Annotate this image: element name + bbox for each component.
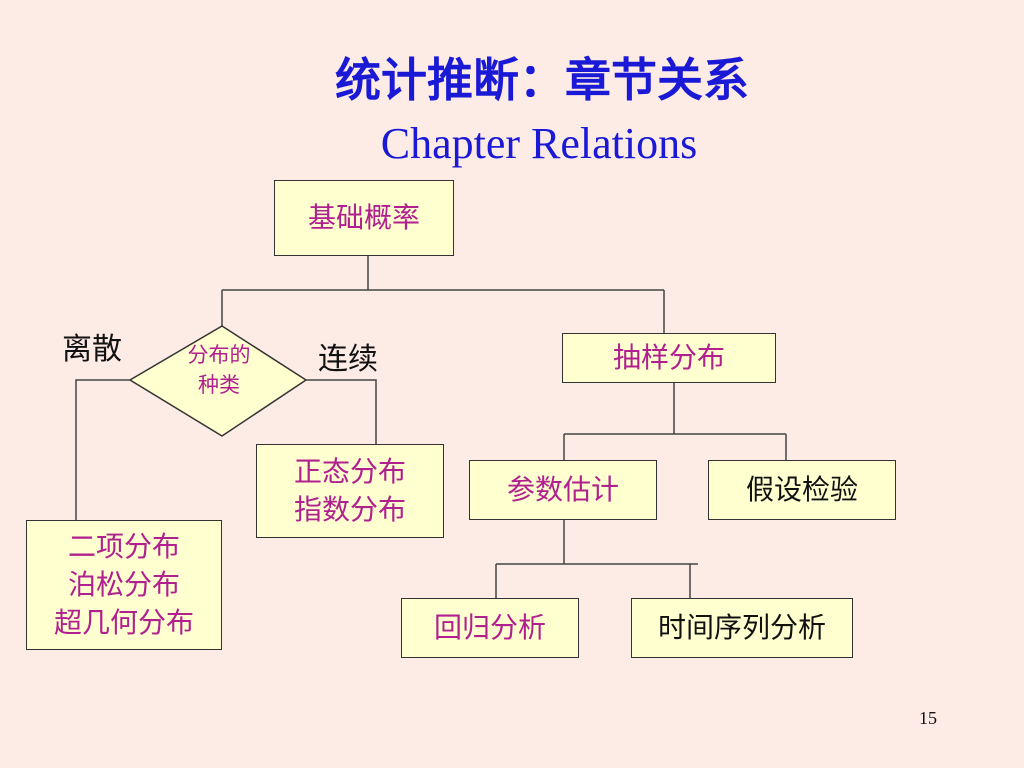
connector-discrete bbox=[75, 379, 130, 520]
node-time-series-analysis: 时间序列分析 bbox=[631, 598, 853, 658]
edge-label-discrete: 离散 bbox=[62, 332, 122, 367]
node-continuous-distributions: 正态分布 指数分布 bbox=[256, 444, 444, 538]
node-regression-analysis-label: 回归分析 bbox=[433, 611, 546, 644]
discrete-item: 二项分布 bbox=[67, 530, 180, 563]
node-basic-probability-label: 基础概率 bbox=[307, 201, 420, 234]
node-time-series-analysis-label: 时间序列分析 bbox=[657, 611, 826, 644]
distribution-type-diamond bbox=[128, 325, 308, 437]
slide-title-english: Chapter Relations bbox=[380, 119, 698, 168]
node-sampling-distribution-label: 抽样分布 bbox=[612, 341, 725, 374]
discrete-item: 超几何分布 bbox=[53, 606, 194, 639]
edge-label-continuous: 连续 bbox=[318, 342, 378, 377]
node-parameter-estimation-label: 参数估计 bbox=[506, 473, 619, 506]
diamond-line-2: 种类 bbox=[198, 373, 240, 397]
continuous-item: 正态分布 bbox=[293, 455, 406, 488]
continuous-item: 指数分布 bbox=[293, 493, 406, 526]
node-discrete-distributions: 二项分布 泊松分布 超几何分布 bbox=[26, 520, 222, 650]
node-basic-probability: 基础概率 bbox=[274, 180, 454, 256]
page-number: 15 bbox=[919, 708, 937, 728]
node-regression-analysis: 回归分析 bbox=[401, 598, 579, 658]
connector-continuous bbox=[306, 379, 377, 444]
node-hypothesis-testing: 假设检验 bbox=[708, 460, 896, 520]
node-sampling-distribution: 抽样分布 bbox=[562, 333, 776, 383]
node-hypothesis-testing-label: 假设检验 bbox=[745, 473, 858, 506]
node-parameter-estimation: 参数估计 bbox=[469, 460, 657, 520]
node-distribution-type-label: 分布的 种类 bbox=[150, 340, 288, 400]
diamond-line-1: 分布的 bbox=[187, 343, 251, 367]
slide-title-chinese: 统计推断：章节关系 bbox=[335, 53, 749, 107]
discrete-item: 泊松分布 bbox=[67, 568, 180, 601]
